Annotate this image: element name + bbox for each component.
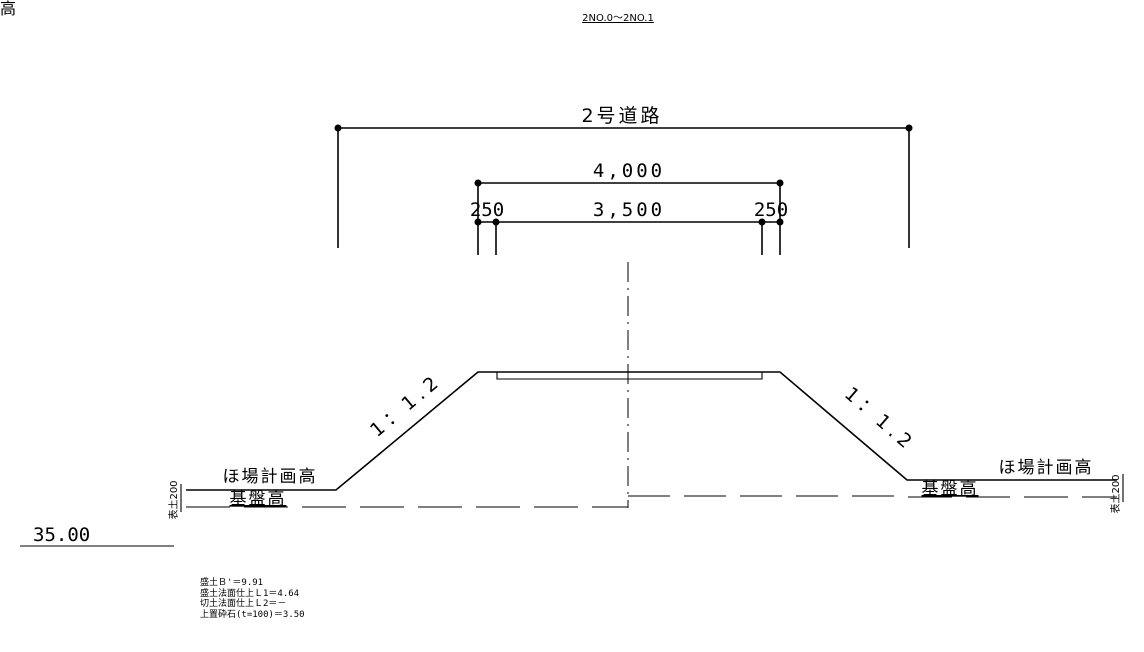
- total-width-label: 4,000: [593, 160, 665, 182]
- right-plan-height-label: ほ場計画高: [999, 458, 1094, 478]
- left-plan-height-label: ほ場計画高: [223, 467, 318, 487]
- elevation-marker: 35.00: [20, 524, 174, 547]
- right-base-height-label: 基盤高: [922, 479, 979, 499]
- note-line: 切土法面仕上Ｌ2＝－: [200, 599, 287, 609]
- road-name-label: 2号道路: [581, 105, 662, 127]
- note-line: 盛土Ｂ'＝9.91: [200, 578, 264, 588]
- right-shoulder-label: 250: [754, 199, 788, 221]
- left-topsoil-dimension: 表土200: [167, 480, 182, 520]
- left-shoulder-label: 250: [470, 199, 504, 221]
- right-topsoil-dimension: 表土200: [1109, 474, 1124, 514]
- section-label: 2NO.0～2NO.1: [582, 13, 654, 24]
- note-line: 上置砕石(t=100)＝3.50: [200, 609, 305, 620]
- pavement-width-label: 3,500: [593, 199, 665, 221]
- embankment-profile: [186, 371, 1117, 491]
- corner-glyph: 高: [0, 0, 16, 18]
- total-width-dimension: 4,000: [474, 160, 784, 255]
- note-line: 盛土法面仕上Ｌ1＝4.64: [200, 588, 300, 599]
- left-base-height-label: 基盤高: [230, 489, 287, 509]
- road-width-dimension: 2号道路: [334, 105, 913, 248]
- svg-text:表土200: 表土200: [1109, 474, 1122, 513]
- quantity-notes: 盛土Ｂ'＝9.91 盛土法面仕上Ｌ1＝4.64 切土法面仕上Ｌ2＝－ 上置砕石(…: [200, 578, 305, 620]
- right-slope-label: 1：1.2: [840, 383, 920, 456]
- base-level-lines: [186, 495, 1117, 508]
- elevation-label: 35.00: [33, 524, 90, 546]
- svg-text:表土200: 表土200: [167, 480, 180, 519]
- pavement-width-dimension: 3,500 250 250: [470, 199, 788, 255]
